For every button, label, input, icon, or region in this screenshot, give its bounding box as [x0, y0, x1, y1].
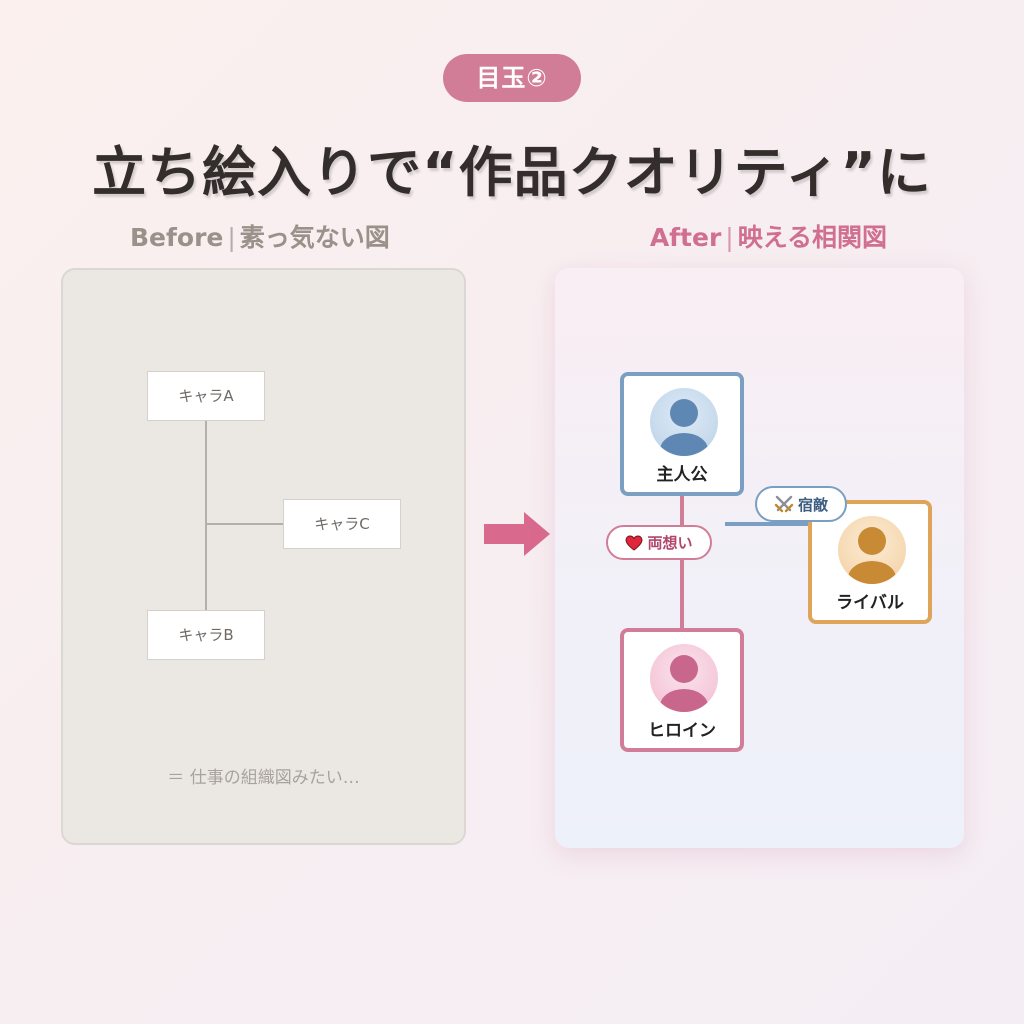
hero-avatar-icon [650, 388, 718, 456]
before-label-separator: | [227, 223, 236, 252]
heart-icon [625, 534, 643, 551]
relation-lines [680, 496, 811, 630]
relation-love-badge: 両想い [606, 525, 712, 560]
rival-name: ライバル [836, 593, 904, 613]
hero-name: 主人公 [656, 465, 708, 485]
right-arrow-icon [484, 512, 550, 556]
page-title: 立ち絵入りで“作品クオリティ”に [92, 141, 932, 204]
before-panel: キャラA キャラC キャラB ＝ 仕事の組織図みたい… [61, 268, 466, 845]
before-caption: ＝ 仕事の組織図みたい… [167, 768, 360, 788]
box-chara-c: キャラC [283, 499, 401, 549]
before-label-text: Before [130, 223, 224, 252]
after-label-separator: | [725, 223, 734, 252]
character-card-rival: ライバル [808, 500, 932, 624]
character-card-hero: 主人公 [620, 372, 744, 496]
after-label-subtitle: 映える相関図 [737, 223, 887, 252]
before-label-subtitle: 素っ気ない図 [239, 223, 390, 252]
feature-badge: 目玉② [443, 54, 581, 102]
crossed-swords-icon [774, 495, 794, 513]
after-label: After|映える相関図 [650, 218, 887, 254]
relation-rival-label: 宿敵 [797, 495, 828, 514]
box-chara-b: キャラB [147, 610, 265, 660]
org-chart-lines [205, 421, 283, 610]
relation-rival-badge: 宿敵 [755, 486, 847, 522]
after-label-text: After [649, 223, 722, 252]
before-label: Before|素っ気ない図 [130, 218, 390, 254]
box-chara-a: キャラA [147, 371, 265, 421]
after-panel: 主人公 ヒロイン ライバル 両想い [555, 268, 964, 848]
character-card-heroine: ヒロイン [620, 628, 744, 752]
rival-avatar-icon [838, 516, 906, 584]
heroine-name: ヒロイン [648, 721, 716, 741]
relation-love-label: 両想い [647, 534, 693, 552]
heroine-avatar-icon [650, 644, 718, 712]
